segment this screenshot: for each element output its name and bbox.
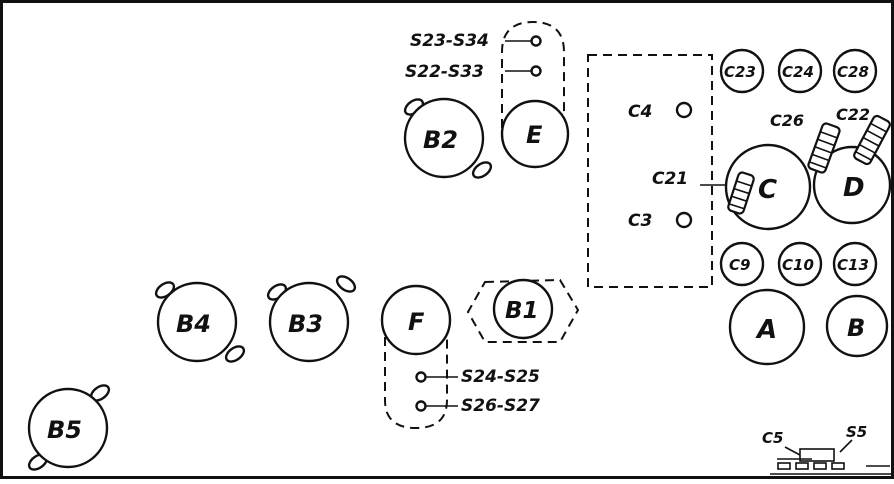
coil-a bbox=[728, 288, 806, 366]
tube-b1-label: B1 bbox=[505, 298, 539, 324]
c22-label: C22 bbox=[836, 105, 870, 124]
s26-s27-label: S26-S27 bbox=[461, 396, 540, 416]
b3-lug-right bbox=[335, 275, 357, 293]
c24-label: C24 bbox=[782, 63, 814, 81]
c9-label: C9 bbox=[729, 256, 750, 274]
b2-lug-bottom bbox=[471, 161, 493, 179]
c3-trimmer bbox=[675, 211, 693, 229]
tube-b5-label: B5 bbox=[47, 416, 82, 444]
c9-capacitor bbox=[719, 241, 765, 287]
c3-label: C3 bbox=[628, 211, 652, 231]
c13-capacitor bbox=[832, 241, 878, 287]
switch-assembly bbox=[770, 439, 892, 475]
tube-f-label: F bbox=[408, 308, 425, 336]
c10-label: C10 bbox=[782, 256, 814, 274]
trimmer-box-outline bbox=[587, 54, 713, 288]
s5-label: S5 bbox=[846, 423, 867, 441]
tube-b4 bbox=[156, 281, 238, 363]
c5-label: C5 bbox=[762, 429, 783, 447]
c28-label: C28 bbox=[837, 63, 869, 81]
tube-b4-label: B4 bbox=[176, 310, 211, 338]
coil-a-label: A bbox=[755, 315, 777, 345]
coil-c-label: C bbox=[758, 175, 777, 205]
s24-contact bbox=[415, 371, 427, 383]
c21-label: C21 bbox=[652, 169, 688, 189]
s24-s25-label: S24-S25 bbox=[461, 367, 540, 387]
s22-s33-label: S22-S33 bbox=[405, 62, 484, 82]
coil-d bbox=[812, 145, 892, 225]
f-shield-outline bbox=[384, 322, 448, 430]
s26-contact bbox=[415, 400, 427, 412]
tube-b3 bbox=[268, 281, 350, 363]
s22-contact bbox=[530, 65, 542, 77]
coil-b-label: B bbox=[847, 314, 865, 342]
tube-b1 bbox=[492, 278, 554, 340]
c21-trimmer-body bbox=[727, 171, 755, 215]
s23-contact bbox=[530, 35, 542, 47]
coil-d-label: D bbox=[843, 173, 865, 203]
tube-b2-label: B2 bbox=[423, 126, 458, 154]
b1-socket-outline bbox=[466, 278, 580, 343]
tube-e bbox=[500, 99, 570, 169]
c13-label: C13 bbox=[837, 256, 869, 274]
s23-s34-label: S23-S34 bbox=[410, 31, 489, 51]
c26-label: C26 bbox=[770, 111, 804, 130]
tube-e-label: E bbox=[526, 121, 543, 149]
c23-label: C23 bbox=[724, 63, 756, 81]
c4-trimmer bbox=[675, 101, 693, 119]
tube-b5 bbox=[27, 387, 109, 469]
c24-capacitor bbox=[777, 48, 823, 94]
c28-capacitor bbox=[832, 48, 878, 94]
tube-b2 bbox=[403, 97, 485, 179]
tube-b3-label: B3 bbox=[288, 310, 323, 338]
b4-lug-bottom bbox=[224, 345, 246, 363]
c22-trimmer-body bbox=[853, 114, 891, 166]
coil-b bbox=[825, 294, 889, 358]
coil-c bbox=[724, 143, 812, 231]
c26-trimmer-body bbox=[807, 122, 841, 174]
c23-capacitor bbox=[719, 48, 765, 94]
e-shield-outline bbox=[501, 20, 565, 130]
tube-f bbox=[380, 284, 452, 356]
c4-label: C4 bbox=[628, 102, 652, 122]
c10-capacitor bbox=[777, 241, 823, 287]
